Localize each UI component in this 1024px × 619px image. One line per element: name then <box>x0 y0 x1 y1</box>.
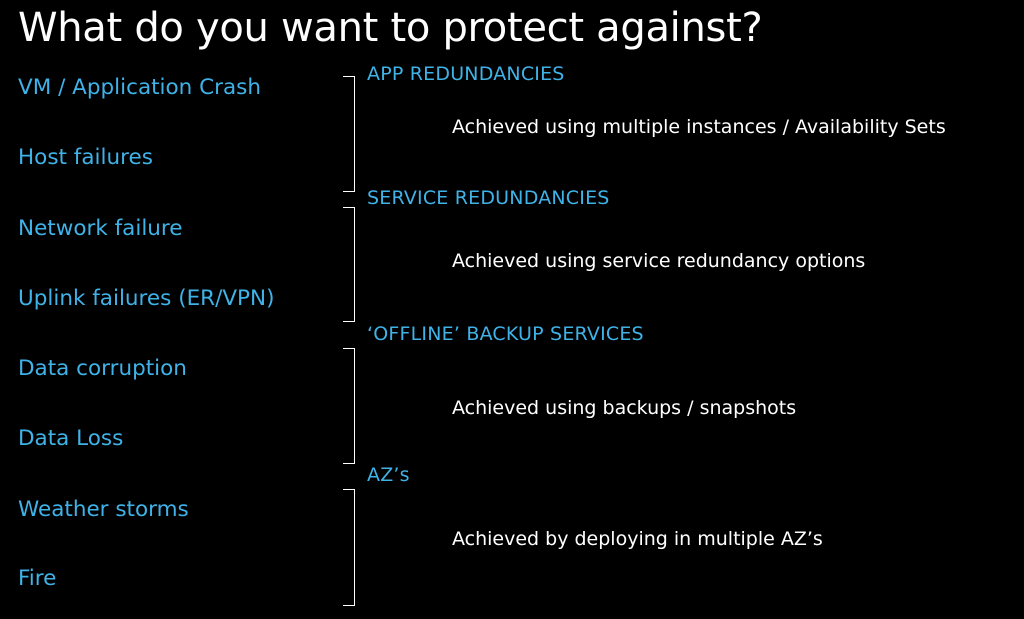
category-app-redundancies: APP REDUNDANCIES <box>367 63 565 85</box>
bracket-service-redundancies <box>343 207 355 322</box>
threat-weather-storms: Weather storms <box>18 497 189 522</box>
threat-vm-application-crash: VM / Application Crash <box>18 75 261 100</box>
category-offline-backup: ‘OFFLINE’ BACKUP SERVICES <box>367 323 644 345</box>
detail-offline-backup: Achieved using backups / snapshots <box>452 397 797 419</box>
bracket-offline-backup <box>343 348 355 464</box>
threat-network-failure: Network failure <box>18 216 183 241</box>
threat-fire: Fire <box>18 566 57 591</box>
bracket-azs <box>343 489 355 606</box>
threat-data-corruption: Data corruption <box>18 356 187 381</box>
slide-title: What do you want to protect against? <box>18 5 763 51</box>
category-service-redundancies: SERVICE REDUNDANCIES <box>367 187 610 209</box>
detail-service-redundancies: Achieved using service redundancy option… <box>452 250 866 272</box>
category-azs: AZ’s <box>367 464 410 486</box>
threat-host-failures: Host failures <box>18 145 153 170</box>
bracket-app-redundancies <box>343 76 355 192</box>
threat-uplink-failures: Uplink failures (ER/VPN) <box>18 286 275 311</box>
detail-app-redundancies: Achieved using multiple instances / Avai… <box>452 116 946 138</box>
threat-data-loss: Data Loss <box>18 426 124 451</box>
detail-azs: Achieved by deploying in multiple AZ’s <box>452 528 823 550</box>
